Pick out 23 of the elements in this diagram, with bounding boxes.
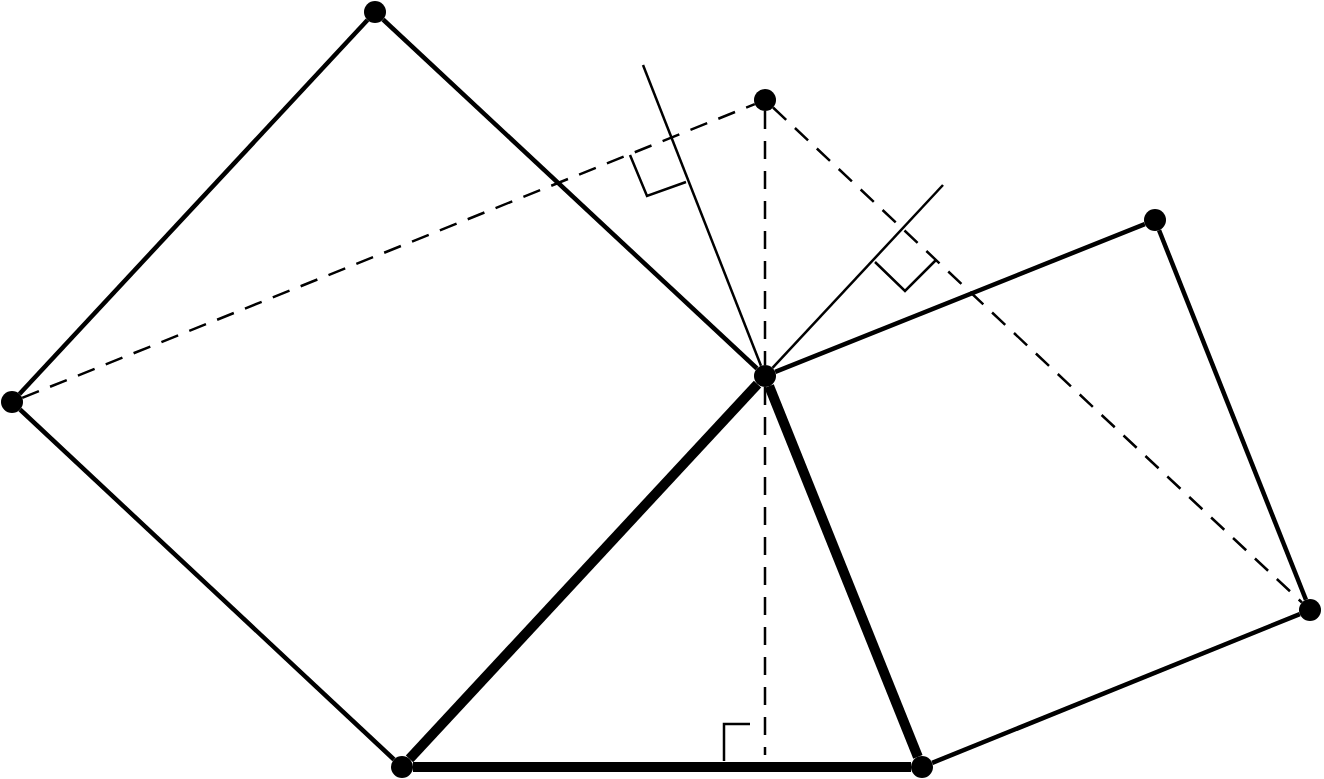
- line-segment: [931, 612, 1301, 765]
- point-dot: [911, 756, 933, 778]
- line-segment: [774, 222, 1146, 374]
- line-segment: [641, 64, 763, 367]
- point-dot: [1299, 599, 1321, 621]
- line-segment: [18, 407, 396, 762]
- line-segment: [1156, 229, 1309, 601]
- line-segment: [381, 17, 759, 371]
- point-dot: [754, 89, 776, 111]
- line-segment: [772, 106, 1303, 604]
- line-segment: [405, 380, 762, 763]
- line-segment: [764, 384, 923, 759]
- point-dot: [391, 756, 413, 778]
- line-segment: [771, 184, 944, 369]
- line-segment: [17, 18, 370, 396]
- point-dot: [364, 1, 386, 23]
- point-dot: [754, 365, 776, 387]
- point-dot: [1144, 209, 1166, 231]
- line-segment: [413, 762, 911, 772]
- line-segment: [763, 387, 767, 755]
- line-segment: [21, 102, 756, 400]
- line-segment: [763, 111, 767, 365]
- point-dot: [1, 391, 23, 413]
